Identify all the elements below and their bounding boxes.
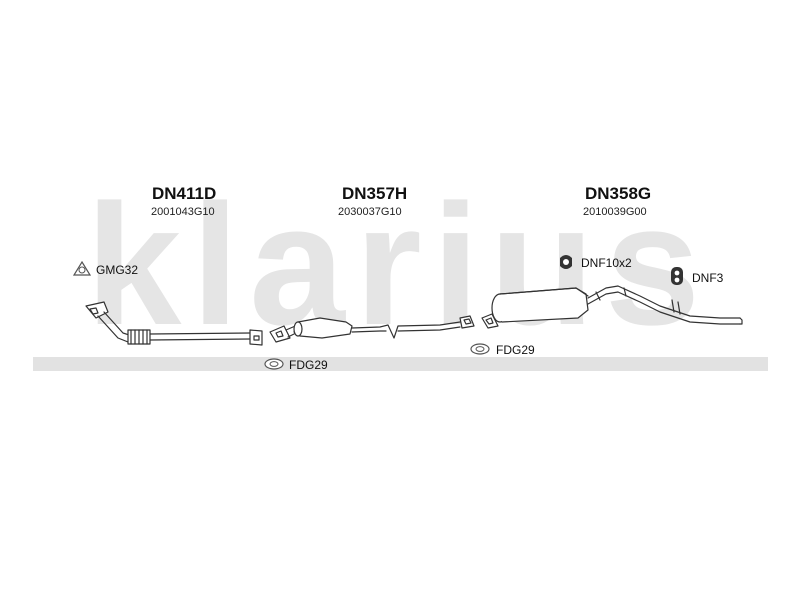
part-code-front-pipe: DN411D bbox=[152, 184, 217, 203]
accessory-gmg32: GMG32 bbox=[96, 263, 139, 277]
center-silencer-part bbox=[269, 315, 475, 343]
part-code-rear-silencer: DN358G bbox=[585, 184, 652, 203]
accessory-dnf10x2: DNF10x2 bbox=[581, 256, 632, 270]
accessory-fdg29-left: FDG29 bbox=[289, 358, 328, 372]
rubber-mount-icon bbox=[560, 255, 572, 269]
hanger-icon bbox=[671, 267, 683, 285]
accessory-dnf3: DNF3 bbox=[692, 271, 724, 285]
front-pipe-part bbox=[85, 301, 263, 346]
accessory-fdg29-right: FDG29 bbox=[496, 343, 535, 357]
flange-gasket-icon bbox=[470, 343, 490, 355]
gasket-icon bbox=[72, 260, 92, 276]
part-number-center-silencer: 2030037G10 bbox=[338, 206, 402, 218]
watermark-brand: klarius bbox=[85, 169, 711, 361]
flange-gasket-icon bbox=[264, 358, 284, 370]
part-code-center-silencer: DN357H bbox=[342, 184, 408, 203]
rear-silencer-part bbox=[481, 285, 743, 329]
part-number-front-pipe: 2001043G10 bbox=[151, 206, 215, 218]
part-number-rear-silencer: 2010039G00 bbox=[583, 206, 647, 218]
watermark-underline bbox=[33, 357, 768, 371]
